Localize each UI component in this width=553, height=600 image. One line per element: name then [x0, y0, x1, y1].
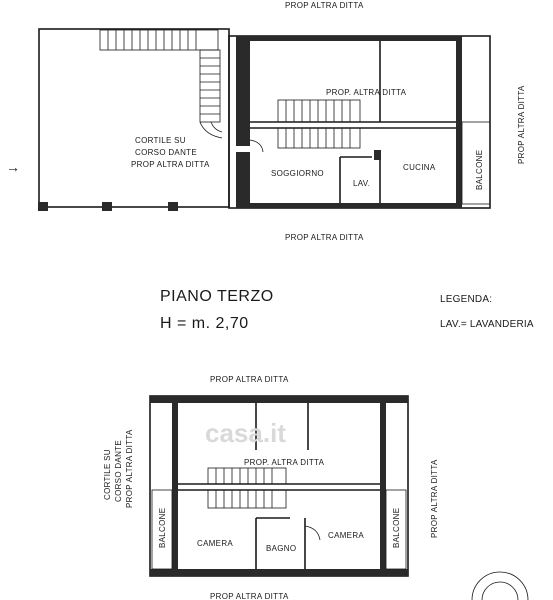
floor-title: PIANO TERZO: [160, 288, 274, 305]
wall-thick: [456, 36, 462, 208]
courtyard-label-line3: PROP ALTRA DITTA: [131, 160, 210, 169]
pillar: [102, 202, 112, 211]
balcone-left-box: [151, 489, 173, 570]
wall-thick: [150, 569, 408, 576]
bottom-floor-plan: PROP ALTRA DITTA: [103, 375, 529, 600]
top-south-label: PROP ALTRA DITTA: [285, 233, 364, 242]
bottom-west-line3: PROP ALTRA DITTA: [125, 429, 134, 508]
bottom-staircase: [207, 467, 287, 509]
bottom-south-label: PROP ALTRA DITTA: [210, 592, 289, 600]
bottom-east-label: PROP ALTRA DITTA: [430, 459, 439, 538]
legend-title: LEGENDA:: [440, 294, 492, 305]
top-floor-plan: PROP ALTRA DITTA: [6, 1, 526, 242]
wall-thick: [236, 36, 250, 146]
wall-thick: [250, 203, 456, 208]
compass-icon: [471, 571, 529, 600]
balcone-right-label: BALCONE: [392, 508, 401, 548]
room-soggiorno-label: SOGGIORNO: [271, 169, 324, 178]
wall-thick: [150, 396, 408, 403]
bottom-west-line2: CORSO DANTE: [114, 440, 123, 502]
floor-height: H = m. 2,70: [160, 315, 249, 332]
wall-thick: [236, 152, 250, 208]
pillar: [38, 202, 48, 211]
bottom-west-line1: CORTILE SU: [103, 449, 112, 500]
wall-thick: [172, 403, 178, 569]
room-camera-left-label: CAMERA: [197, 539, 233, 548]
legend-entry: LAV.= LAVANDERIA: [440, 319, 534, 330]
door-swing: [304, 525, 321, 541]
watermark-logo: casa.it: [205, 418, 286, 448]
door-swing: [249, 139, 264, 153]
bottom-inner-label: PROP. ALTRA DITTA: [244, 458, 325, 467]
room-bagno-label: BAGNO: [266, 544, 296, 553]
room-cucina-label: CUCINA: [403, 163, 436, 172]
pillar: [168, 202, 178, 211]
room-camera-right-label: CAMERA: [328, 531, 364, 540]
courtyard-label-line1: CORTILE SU: [135, 136, 186, 145]
balcone-box: [461, 121, 491, 205]
wall-pillar: [374, 150, 381, 160]
entry-arrow-icon: →: [6, 159, 20, 175]
bottom-north-label: PROP ALTRA DITTA: [210, 375, 289, 384]
balcone-left-label: BALCONE: [158, 508, 167, 548]
courtyard-staircase: [99, 29, 223, 139]
top-inner-label: PROP. ALTRA DITTA: [326, 88, 407, 97]
room-lav-label: LAV.: [353, 179, 370, 188]
compass-inner: [481, 581, 519, 600]
room-balcone-label: BALCONE: [475, 150, 484, 190]
top-east-label: PROP ALTRA DITTA: [517, 85, 526, 164]
wall-thick: [250, 36, 456, 41]
courtyard-outline: [38, 28, 230, 208]
courtyard-label-line2: CORSO DANTE: [135, 148, 197, 157]
wall-thick: [380, 403, 386, 569]
top-north-label: PROP ALTRA DITTA: [285, 1, 364, 10]
balcone-right-box: [385, 489, 407, 570]
internal-staircase: [277, 99, 361, 149]
